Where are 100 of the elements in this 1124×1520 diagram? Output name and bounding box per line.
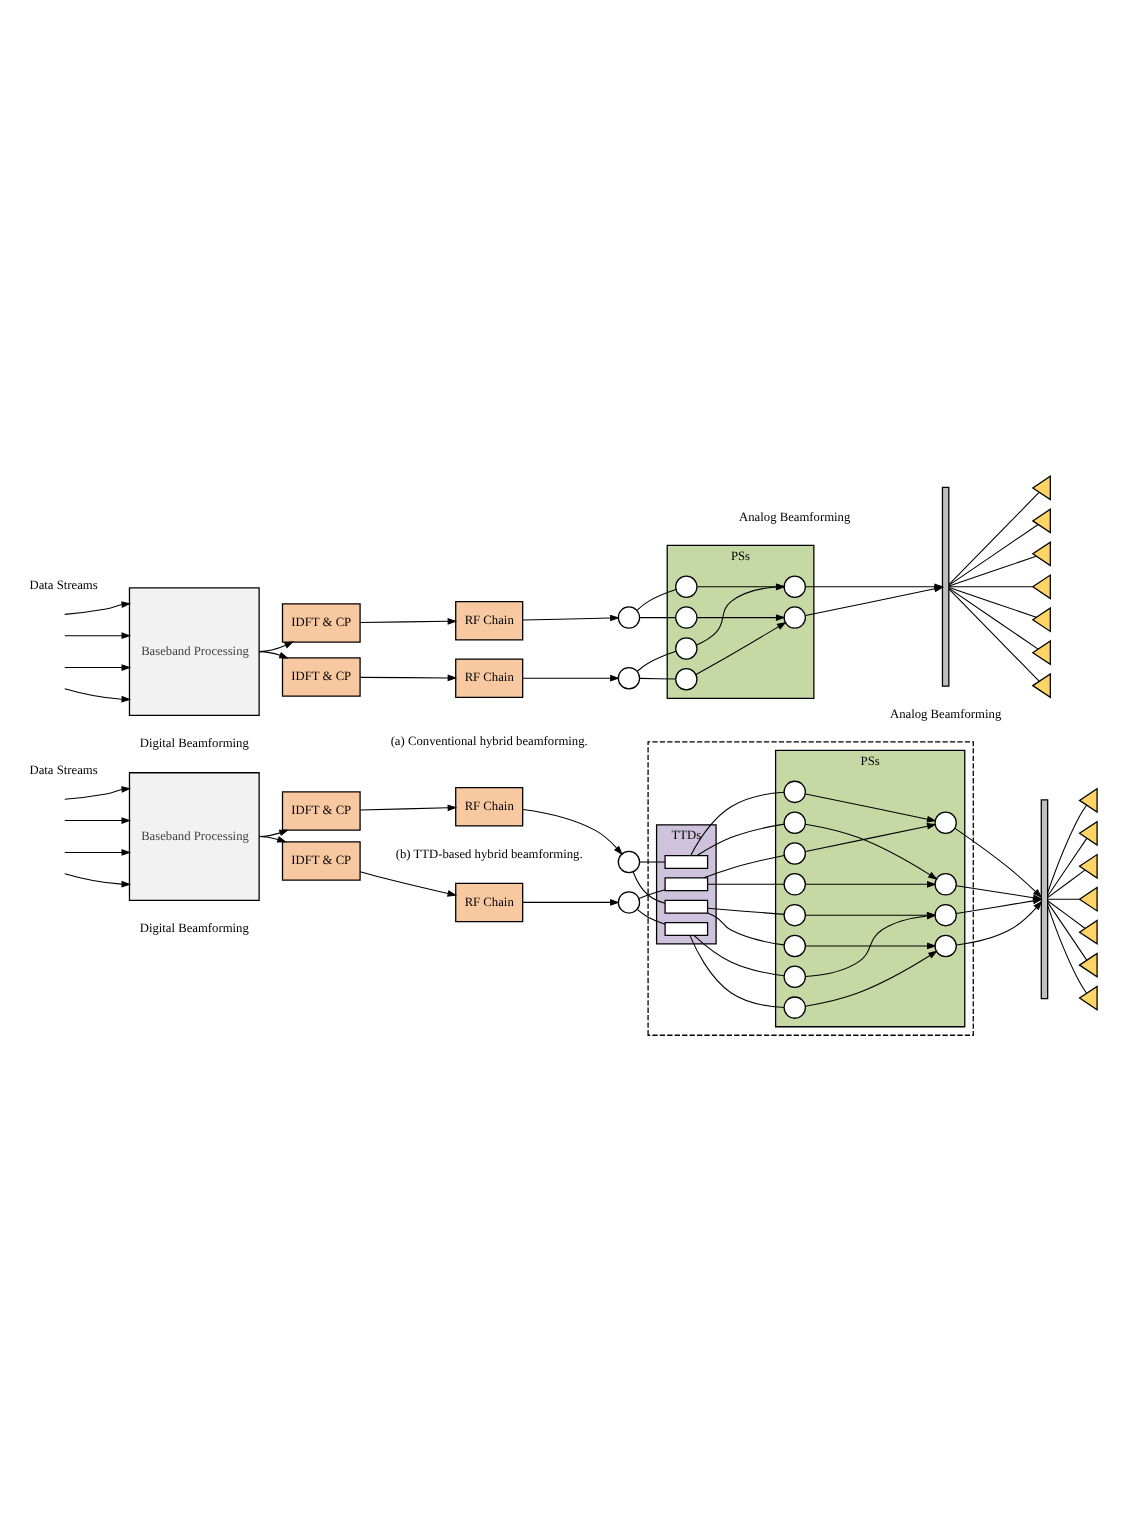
connector: [1047, 900, 1086, 929]
arrow: [64, 664, 132, 671]
node-circle: [783, 996, 806, 1019]
node-circle: [783, 606, 806, 629]
arrow: [955, 885, 1043, 901]
arrow: [258, 651, 289, 659]
connector: [948, 586, 1034, 588]
connector: [693, 935, 785, 977]
node-circle: [675, 575, 698, 599]
arrow: [359, 871, 458, 897]
connector: [639, 861, 666, 863]
connector: [639, 617, 676, 619]
arrow: [695, 621, 787, 676]
connector: [948, 523, 1039, 586]
arrow: [64, 873, 132, 888]
connector: [707, 883, 785, 885]
node-circle: [675, 606, 698, 629]
connector: [1047, 898, 1080, 900]
node-triangle: [1031, 540, 1051, 567]
arrow: [359, 674, 458, 682]
arrow: [696, 583, 786, 591]
arrow: [956, 900, 1043, 946]
node-box: [664, 899, 709, 914]
connector: [948, 491, 1040, 585]
node-circle: [934, 873, 957, 896]
arrow: [805, 823, 937, 853]
connector: [690, 791, 785, 856]
connector: [632, 871, 666, 904]
node-triangle: [1078, 952, 1098, 978]
node-circle: [783, 811, 806, 834]
node-circle: [934, 903, 957, 927]
node-circle: [617, 891, 641, 914]
connector: [707, 907, 785, 915]
arrow: [64, 688, 132, 703]
node-bar: [941, 486, 950, 687]
connector: [1047, 837, 1088, 897]
node-circle: [783, 934, 806, 958]
arrow: [359, 804, 458, 812]
arrow: [64, 786, 132, 800]
node-triangle: [1031, 639, 1051, 666]
node-triangle: [1078, 919, 1098, 946]
connector: [638, 889, 666, 899]
connector: [703, 854, 785, 879]
node-circle: [934, 811, 957, 834]
arrow: [522, 899, 620, 906]
arrow: [696, 583, 786, 646]
node-circle: [783, 903, 806, 927]
arrow: [359, 617, 458, 625]
arrow: [522, 808, 623, 856]
arrow: [64, 632, 132, 639]
node-triangle: [1031, 573, 1051, 600]
node-triangle: [1078, 787, 1098, 814]
arrow: [64, 849, 132, 856]
arrow: [804, 950, 938, 1007]
cluster: [647, 741, 974, 1036]
arrow: [805, 793, 937, 823]
arrow: [258, 836, 287, 843]
arrow: [64, 601, 132, 615]
node-box: [664, 877, 709, 892]
connector: [636, 908, 666, 925]
node-circle: [617, 606, 641, 629]
connector: [689, 934, 785, 1008]
arrow: [522, 674, 620, 682]
node-circle: [783, 575, 806, 599]
connector: [1047, 869, 1086, 898]
node-circle: [675, 667, 698, 691]
node-circle: [783, 842, 806, 865]
arrow: [805, 942, 937, 950]
connector: [948, 587, 1039, 650]
node-circle: [934, 934, 957, 958]
arrow: [258, 829, 289, 838]
node-circle: [783, 780, 806, 804]
node-circle: [617, 850, 641, 874]
node-triangle: [1031, 672, 1051, 699]
connector: [948, 587, 1037, 618]
node-circle: [675, 637, 698, 660]
node-bar: [1040, 799, 1049, 1000]
arrow: [64, 817, 132, 824]
node-triangle: [1078, 886, 1098, 913]
connector: [948, 555, 1037, 587]
connector: [1047, 804, 1088, 894]
node-circle: [783, 873, 806, 896]
connector: [636, 650, 677, 672]
arrow: [522, 614, 620, 622]
node-triangle: [1031, 606, 1051, 633]
node-triangle: [1078, 820, 1098, 847]
arrow: [804, 823, 938, 880]
connector: [639, 677, 676, 680]
node-triangle: [1031, 475, 1051, 501]
connector: [636, 589, 677, 611]
node-box: [664, 855, 709, 870]
arrow: [696, 614, 786, 621]
arrow: [954, 827, 1043, 898]
node-box: [664, 921, 709, 936]
node-triangle: [1078, 985, 1098, 1011]
connector: [707, 912, 785, 946]
node-triangle: [1078, 853, 1098, 880]
connector: [1047, 905, 1088, 994]
node-circle: [783, 965, 806, 989]
node-triangle: [1031, 508, 1051, 534]
